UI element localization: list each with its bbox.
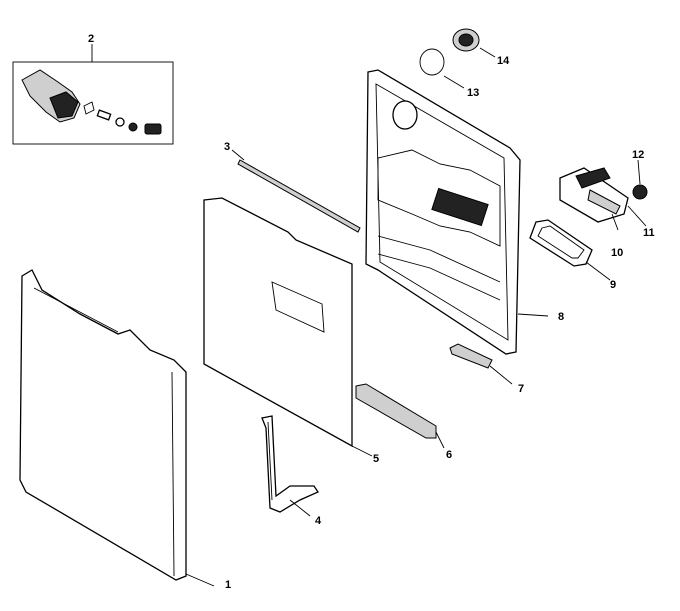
part-12-knob <box>632 184 648 200</box>
dispenser-opening <box>431 187 489 227</box>
gasket-ring <box>419 48 445 76</box>
dispenser-lid <box>575 167 611 189</box>
leader-9 <box>585 261 611 281</box>
callout-9: 9 <box>610 279 616 291</box>
outer-door-edge <box>171 371 175 577</box>
gasket-frame-inner <box>537 225 585 259</box>
strip-6 <box>355 383 437 439</box>
strip-3 <box>237 159 361 233</box>
gasket-frame-outer <box>529 219 593 267</box>
leader-11 <box>627 205 647 227</box>
bar-7 <box>449 343 493 369</box>
leader-7 <box>489 365 513 385</box>
callout-4: 4 <box>315 515 322 527</box>
part-14-vent-cap[interactable] <box>452 28 496 58</box>
callout-14: 14 <box>497 55 510 67</box>
outer-door-outline <box>19 269 187 581</box>
leader-12 <box>637 159 641 185</box>
dispenser-cup <box>49 91 79 119</box>
callout-3: 3 <box>224 141 230 153</box>
vent-opening <box>392 100 418 130</box>
part-3-strip[interactable] <box>231 149 361 233</box>
leader-10 <box>611 213 619 231</box>
part-8-inner-door[interactable] <box>365 69 549 355</box>
leader-1 <box>185 573 215 587</box>
hinge-bracket-edge <box>267 421 273 501</box>
part-10-11-12-dispenser-assembly[interactable] <box>559 159 648 231</box>
hinge-bracket <box>261 415 319 513</box>
dispenser-ring <box>128 122 138 132</box>
dispenser-spring <box>83 101 95 115</box>
inner-door-rib-2 <box>377 253 501 301</box>
callout-11: 11 <box>643 227 655 239</box>
part-6-bottom-strip[interactable] <box>355 383 445 449</box>
inner-door-frame <box>375 83 509 341</box>
leader-13 <box>443 75 465 89</box>
part-9-gasket-frame[interactable] <box>529 219 611 281</box>
leader-14 <box>479 47 496 58</box>
inner-door-ridge <box>377 149 501 247</box>
part-2-dispenser-kit[interactable] <box>12 44 174 145</box>
callout-5: 5 <box>373 453 379 465</box>
callout-7: 7 <box>518 383 524 395</box>
callout-10: 10 <box>611 247 623 259</box>
kit-box <box>12 61 174 145</box>
leader-5 <box>351 445 373 457</box>
inner-door-rib-1 <box>377 235 501 283</box>
part-13-gasket-ring[interactable] <box>419 48 465 89</box>
outer-door-lip <box>33 287 119 333</box>
leader-8 <box>517 313 549 317</box>
part-5-door-panel[interactable] <box>203 197 373 457</box>
door-panel-outline <box>203 197 353 448</box>
callout-6: 6 <box>446 449 452 461</box>
leader-4 <box>289 499 311 517</box>
callout-13: 13 <box>467 87 479 99</box>
leader-3 <box>231 149 245 161</box>
callout-2: 2 <box>88 33 94 45</box>
dispenser-pin <box>96 109 112 121</box>
callout-12: 12 <box>632 149 644 161</box>
dispenser-washer <box>115 117 125 127</box>
part-4-hinge-bracket[interactable] <box>261 415 319 517</box>
part-1-outer-door[interactable] <box>19 269 215 587</box>
leader-6 <box>435 431 445 449</box>
vent-cap-inner <box>458 33 474 47</box>
dispenser-slot <box>587 189 621 215</box>
door-panel-handle-recess <box>271 281 325 333</box>
callout-8: 8 <box>558 311 564 323</box>
part-7-bar[interactable] <box>449 343 513 385</box>
dispenser-cap <box>144 123 162 135</box>
callout-1: 1 <box>225 579 231 591</box>
